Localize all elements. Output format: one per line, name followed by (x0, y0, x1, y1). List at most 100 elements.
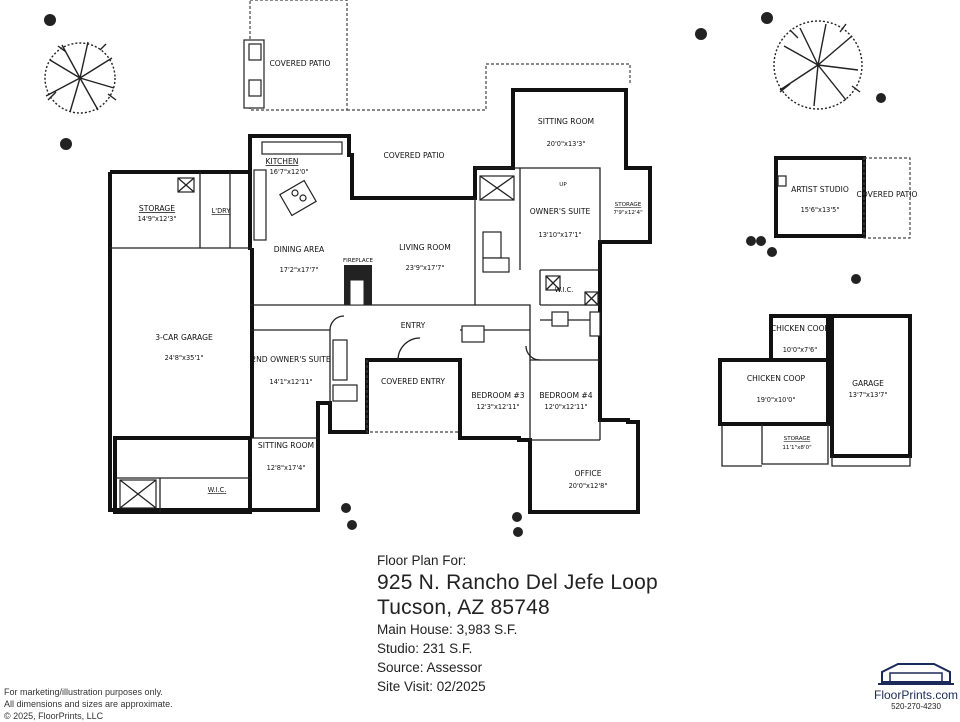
svg-text:13'10"x17'1": 13'10"x17'1" (539, 231, 582, 239)
address-line-1: 925 N. Rancho Del Jefe Loop (377, 571, 658, 594)
svg-text:COVERED ENTRY: COVERED ENTRY (381, 377, 445, 386)
svg-text:CHICKEN COOP: CHICKEN COOP (747, 374, 806, 383)
room-label-living-room: LIVING ROOM 23'9"x17'7" (399, 243, 451, 272)
svg-text:14'1"x12'11": 14'1"x12'11" (270, 378, 313, 386)
shrub-icon (44, 12, 886, 537)
house-logo-icon (878, 663, 954, 685)
stair-up-label: UP (559, 182, 567, 188)
tree-icon (44, 41, 117, 114)
svg-text:17'2"x17'7": 17'2"x17'7" (280, 266, 319, 274)
svg-text:10'0"x7'6": 10'0"x7'6" (783, 346, 818, 354)
room-label-covered-patio-studio: COVERED PATIO (856, 190, 917, 199)
svg-text:UP: UP (559, 182, 567, 188)
svg-text:23'9"x17'7": 23'9"x17'7" (406, 264, 445, 272)
room-label-2nd-owners-suite: 2ND OWNER'S SUITE 14'1"x12'11" (251, 355, 331, 386)
disclaimer-line-1: For marketing/illustration purposes only… (4, 687, 163, 697)
svg-text:20'0"x12'8": 20'0"x12'8" (569, 482, 608, 490)
svg-text:SITTING ROOM: SITTING ROOM (258, 441, 314, 450)
brand-name: FloorPrints.com (873, 688, 959, 702)
svg-text:COVERED PATIO: COVERED PATIO (856, 190, 917, 199)
disclaimer-line-2: All dimensions and sizes are approximate… (4, 699, 173, 709)
svg-text:12'0"x12'11": 12'0"x12'11" (545, 403, 588, 411)
svg-text:24'8"x35'1": 24'8"x35'1" (165, 354, 204, 362)
svg-text:12'8"x17'4": 12'8"x17'4" (267, 464, 306, 472)
room-label-artist-studio: ARTIST STUDIO 15'6"x13'5" (791, 185, 849, 214)
room-label-sitting-room-low: SITTING ROOM 12'8"x17'4" (258, 441, 314, 472)
svg-text:SITTING ROOM: SITTING ROOM (538, 117, 594, 126)
room-label-garage-detached: GARAGE 13'7"x13'7" (849, 379, 888, 399)
title-block: Floor Plan For: 925 N. Rancho Del Jefe L… (377, 551, 757, 696)
svg-text:L'DRY: L'DRY (212, 207, 232, 215)
source-label: Source: (377, 660, 424, 675)
svg-text:STORAGE: STORAGE (615, 202, 642, 208)
svg-text:BEDROOM #4: BEDROOM #4 (539, 391, 592, 400)
address-line-2: Tucson, AZ 85748 (377, 596, 550, 619)
svg-text:FIREPLACE: FIREPLACE (343, 258, 374, 264)
brand-phone: 520-270-4230 (891, 702, 941, 711)
room-label-entry: ENTRY (401, 321, 426, 330)
room-label-laundry: L'DRY (212, 207, 232, 215)
main-house-label: Main House: (377, 622, 453, 637)
main-house-value: 3,983 S.F. (456, 622, 518, 637)
svg-text:COVERED PATIO: COVERED PATIO (269, 59, 330, 68)
svg-text:KITCHEN: KITCHEN (266, 157, 299, 166)
svg-text:W.I.C.: W.I.C. (555, 286, 574, 294)
svg-text:15'6"x13'5": 15'6"x13'5" (801, 206, 840, 214)
room-label-bedroom-3: BEDROOM #3 12'3"x12'11" (471, 391, 524, 411)
site-visit-label: Site Visit: (377, 679, 434, 694)
svg-text:19'0"x10'0": 19'0"x10'0" (757, 396, 796, 404)
svg-text:OWNER'S SUITE: OWNER'S SUITE (530, 207, 591, 216)
svg-text:11'1"x8'0": 11'1"x8'0" (782, 445, 812, 451)
studio-value: 231 S.F. (422, 641, 473, 656)
room-label-chicken-coop-2: CHICKEN COOP 19'0"x10'0" (747, 374, 806, 404)
studio-row: Studio: 231 S.F. (377, 639, 757, 658)
room-label-office: OFFICE 20'0"x12'8" (569, 469, 608, 490)
room-label-fireplace: FIREPLACE (343, 258, 374, 264)
brand-block: FloorPrints.com 520-270-4230 (872, 660, 960, 711)
svg-text:ARTIST STUDIO: ARTIST STUDIO (791, 185, 849, 194)
source-row: Source: Assessor (377, 658, 757, 677)
svg-text:16'7"x12'0": 16'7"x12'0" (270, 168, 309, 176)
svg-text:20'0"x13'3": 20'0"x13'3" (547, 140, 586, 148)
room-label-3-car-garage: 3-CAR GARAGE 24'8"x35'1" (155, 333, 213, 362)
svg-text:12'3"x12'11": 12'3"x12'11" (477, 403, 520, 411)
room-label-wic-low: W.I.C. (208, 486, 227, 494)
svg-text:BEDROOM #3: BEDROOM #3 (471, 391, 524, 400)
disclaimer: For marketing/illustration purposes only… (4, 686, 173, 722)
source-value: Assessor (426, 660, 483, 675)
studio-label: Studio: (377, 641, 420, 656)
svg-text:COVERED PATIO: COVERED PATIO (383, 151, 444, 160)
svg-text:DINING AREA: DINING AREA (274, 245, 325, 254)
svg-text:14'9"x12'3": 14'9"x12'3" (138, 215, 177, 223)
svg-text:2ND OWNER'S SUITE: 2ND OWNER'S SUITE (251, 355, 331, 364)
room-label-kitchen: KITCHEN 16'7"x12'0" (266, 157, 309, 176)
tree-icon (773, 20, 863, 110)
room-label-dining-area: DINING AREA 17'2"x17'7" (274, 245, 325, 274)
room-label-sitting-room-top: SITTING ROOM 20'0"x13'3" (538, 117, 594, 148)
room-label-chicken-coop-1: CHICKEN COOP 10'0"x7'6" (771, 324, 830, 354)
svg-text:STORAGE: STORAGE (139, 204, 175, 213)
svg-text:3-CAR GARAGE: 3-CAR GARAGE (155, 333, 213, 342)
svg-text:ENTRY: ENTRY (401, 321, 426, 330)
svg-text:OFFICE: OFFICE (574, 469, 601, 478)
room-label-owners-suite: OWNER'S SUITE 13'10"x17'1" (530, 207, 591, 239)
svg-text:LIVING ROOM: LIVING ROOM (399, 243, 451, 252)
svg-text:13'7"x13'7": 13'7"x13'7" (849, 391, 888, 399)
room-label-storage-left: STORAGE 14'9"x12'3" (138, 204, 177, 223)
svg-text:STORAGE: STORAGE (784, 436, 811, 442)
room-label-storage-coop: STORAGE 11'1"x8'0" (782, 436, 812, 451)
svg-text:7'9"x12'4": 7'9"x12'4" (613, 210, 643, 216)
room-label-bedroom-4: BEDROOM #4 12'0"x12'11" (539, 391, 592, 411)
svg-text:GARAGE: GARAGE (852, 379, 884, 388)
copyright: © 2025, FloorPrints, LLC (4, 711, 104, 721)
svg-text:W.I.C.: W.I.C. (208, 486, 227, 494)
room-label-covered-patio-mid: COVERED PATIO (383, 151, 444, 160)
main-house-row: Main House: 3,983 S.F. (377, 620, 757, 639)
room-label-covered-patio-top: COVERED PATIO (269, 59, 330, 68)
room-label-wic-owner: W.I.C. (555, 286, 574, 294)
site-visit-row: Site Visit: 02/2025 (377, 677, 757, 696)
svg-text:CHICKEN COOP: CHICKEN COOP (771, 324, 830, 333)
site-visit-value: 02/2025 (436, 679, 486, 694)
room-label-storage-right: STORAGE 7'9"x12'4" (613, 202, 643, 216)
